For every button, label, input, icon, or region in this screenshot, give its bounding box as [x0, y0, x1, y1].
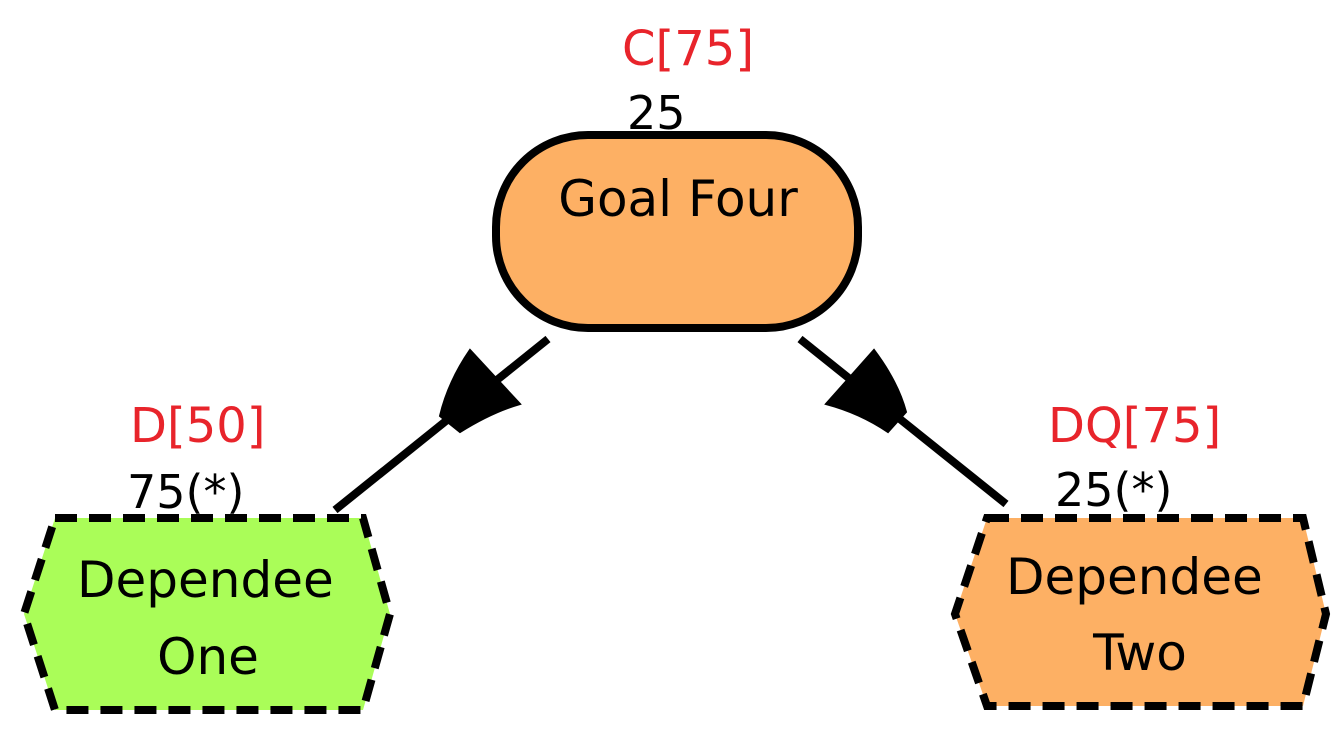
dependee-two-value: 25(*)	[1055, 463, 1172, 517]
dependee-one-value: 75(*)	[127, 465, 244, 519]
dependee-one-annotation: D[50]	[130, 398, 266, 454]
goal-node[interactable]: Goal Four	[492, 131, 862, 332]
dependee-two-annotation: DQ[75]	[1048, 398, 1221, 454]
dependee-one-node[interactable]: Dependee One	[19, 514, 395, 714]
goal-annotation: C[75]	[622, 21, 754, 77]
dependee-two-label-line2: Two	[1092, 624, 1187, 682]
dependee-one-shape	[19, 514, 395, 714]
dependency-arrowhead-left	[438, 348, 522, 434]
dependee-one-label-line1: Dependee	[77, 551, 334, 609]
dependee-two-label-line1: Dependee	[1006, 548, 1263, 606]
goal-node-shape	[492, 131, 862, 332]
dependee-two-node[interactable]: Dependee Two	[950, 514, 1331, 710]
dependee-one-label-line2: One	[157, 628, 259, 686]
goal-value: 25	[627, 86, 686, 140]
dependee-two-shape	[950, 514, 1331, 710]
link-goal-to-dependee-one	[332, 335, 551, 514]
link-goal-to-dependee-two	[797, 335, 1009, 508]
dependency-arrowhead-right	[824, 348, 908, 434]
goal-node-label: Goal Four	[558, 170, 798, 228]
